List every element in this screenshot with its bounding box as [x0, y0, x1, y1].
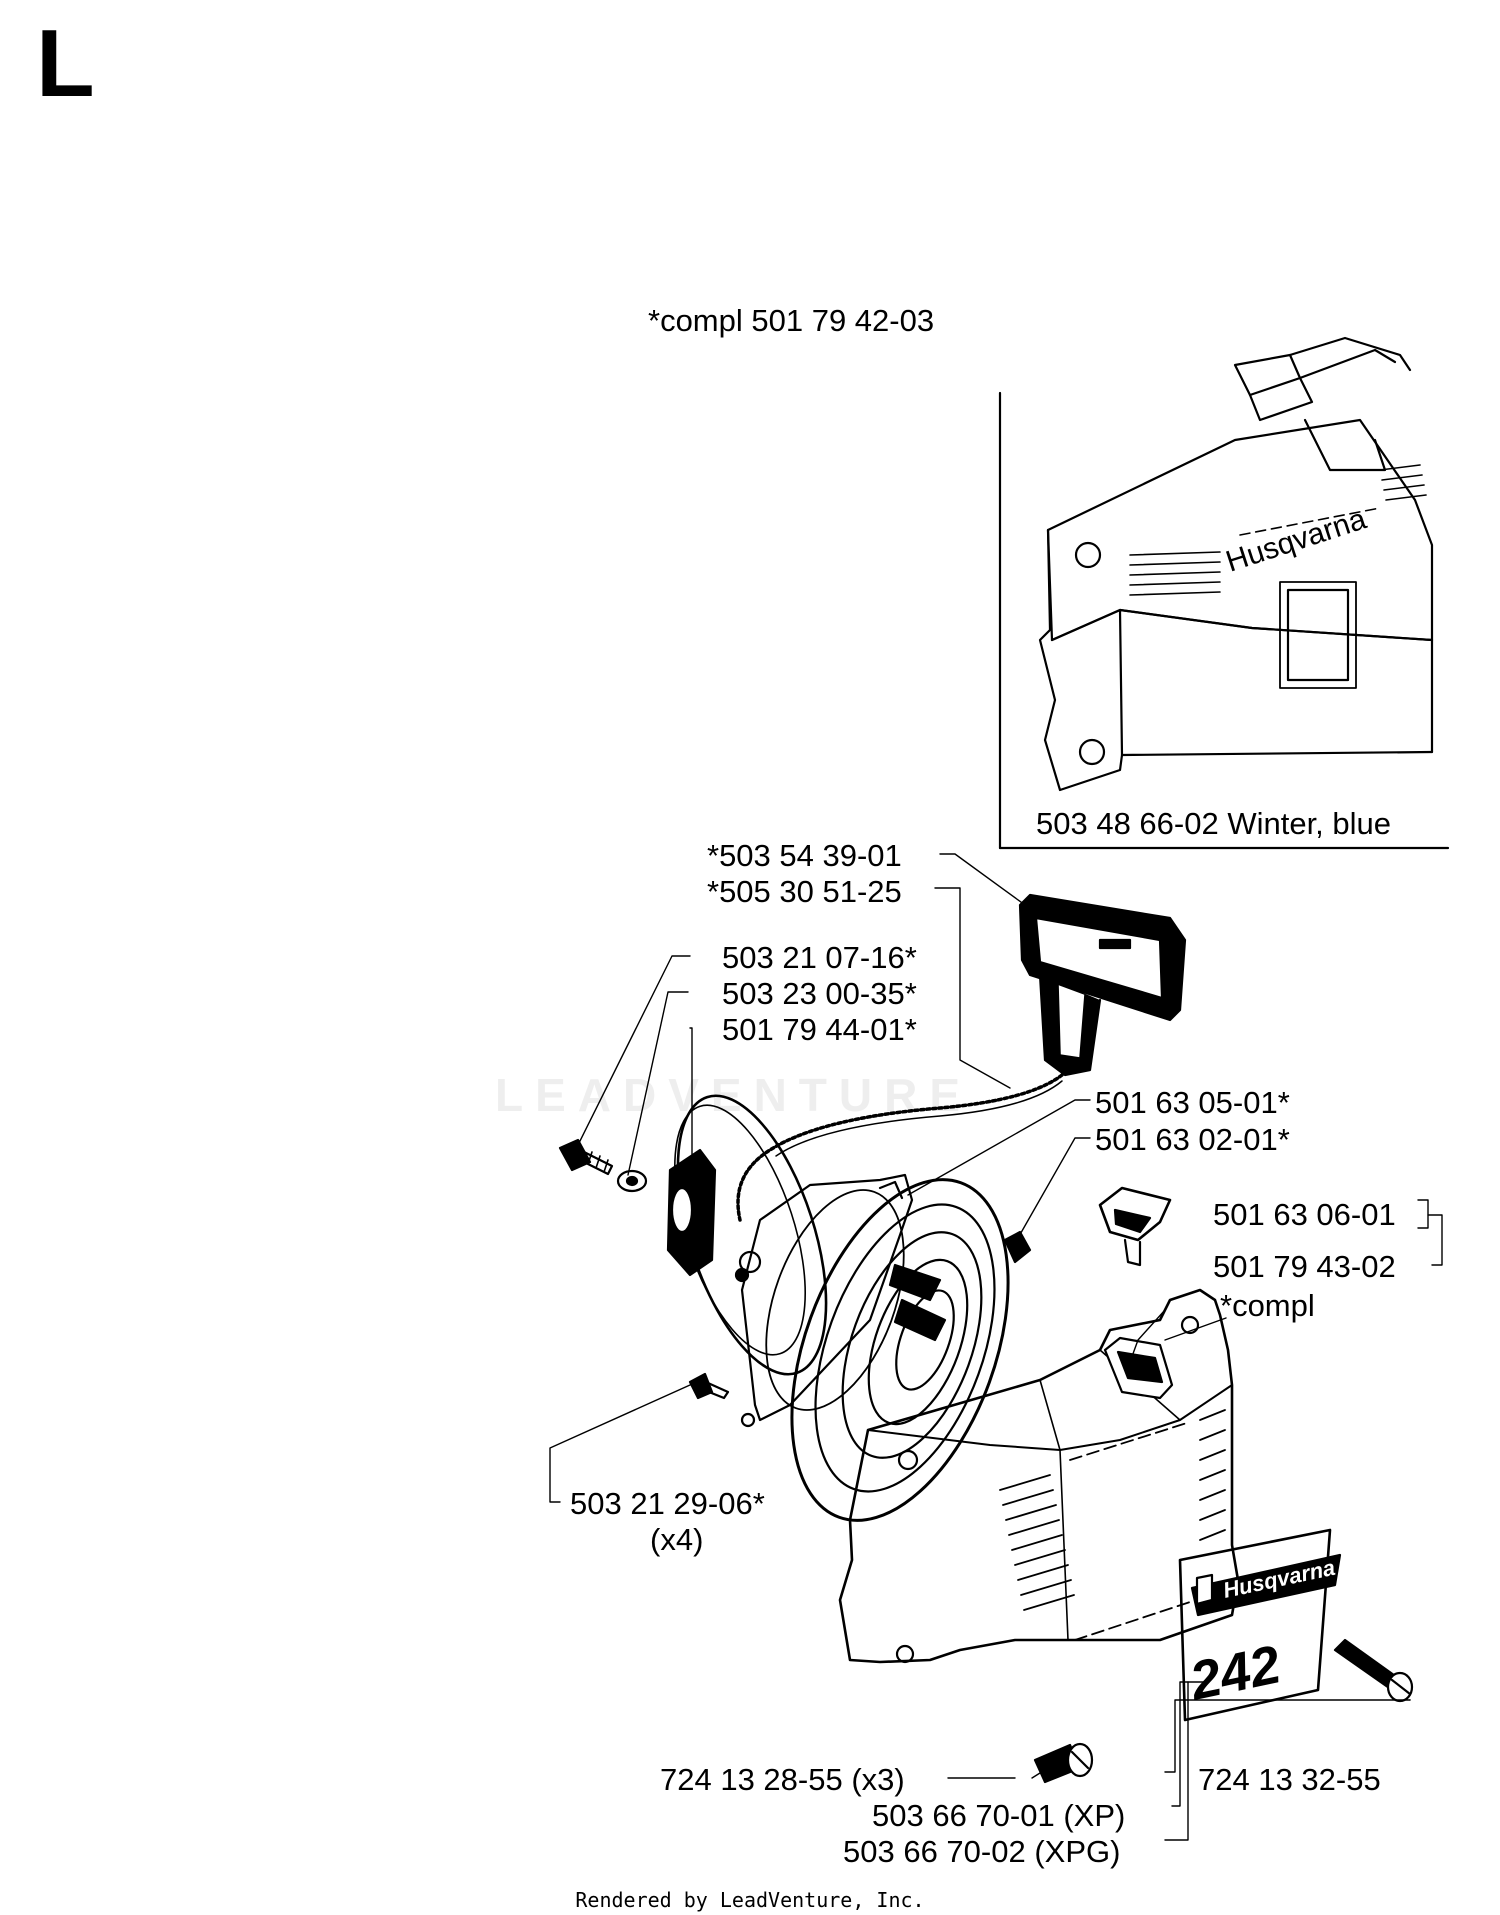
part-label: *503 54 39-01 — [707, 838, 902, 873]
footer-credit: Rendered by LeadVenture, Inc. — [575, 1888, 925, 1912]
part-label: 503 21 29-06* — [570, 1486, 765, 1521]
screw-724-13-28-55 — [1033, 1742, 1094, 1784]
part-label: 501 79 44-01* — [722, 1012, 917, 1047]
section-letter: L — [36, 10, 95, 117]
inset-caption: 503 48 66-02 Winter, blue — [1036, 806, 1392, 841]
starter-handle — [1018, 893, 1187, 1077]
grommet-501-63-06-01 — [1098, 1186, 1172, 1267]
inset-heading: *compl 501 79 42-03 — [648, 303, 935, 338]
starter-rope — [736, 1073, 1064, 1222]
pulley-501-79-44-01 — [666, 1094, 828, 1376]
part-label: 503 21 07-16* — [722, 940, 917, 975]
watermark: LEADVENTURE — [495, 1069, 973, 1121]
part-label: 501 79 43-02 — [1213, 1249, 1396, 1284]
leader-lines — [549, 853, 1443, 1841]
part-label: (x4) — [650, 1522, 704, 1557]
part-label: *505 30 51-25 — [707, 874, 902, 909]
winter-cover-illustration: Husqvarna — [1038, 336, 1434, 792]
screw-724-13-32-55 — [1333, 1638, 1414, 1703]
part-label: 501 63 05-01* — [1095, 1085, 1290, 1120]
part-label: 724 13 28-55 (x3) — [660, 1762, 905, 1797]
spring-plate-501-63-05-01 — [740, 1173, 914, 1428]
screw-503-21-29-06 — [688, 1372, 730, 1400]
part-label: 501 63 02-01* — [1095, 1122, 1290, 1157]
pawl-501-63-02-01 — [1003, 1230, 1032, 1264]
part-label: 501 63 06-01 — [1213, 1197, 1396, 1232]
starter-cover — [838, 1288, 1240, 1664]
screw-503-21-07-16 — [558, 1138, 614, 1176]
recoil-spring — [790, 1178, 1010, 1522]
inset-frame — [998, 391, 1450, 850]
inset-brand-text: Husqvarna — [1222, 502, 1370, 578]
part-label: *compl — [1220, 1288, 1315, 1323]
part-label: 724 13 32-55 — [1198, 1762, 1381, 1797]
part-label: 503 66 70-01 (XP) — [872, 1798, 1126, 1833]
part-label: 503 23 00-35* — [722, 976, 917, 1011]
washer-503-23-00-35 — [616, 1169, 648, 1193]
part-label: 503 66 70-02 (XPG) — [843, 1834, 1121, 1869]
